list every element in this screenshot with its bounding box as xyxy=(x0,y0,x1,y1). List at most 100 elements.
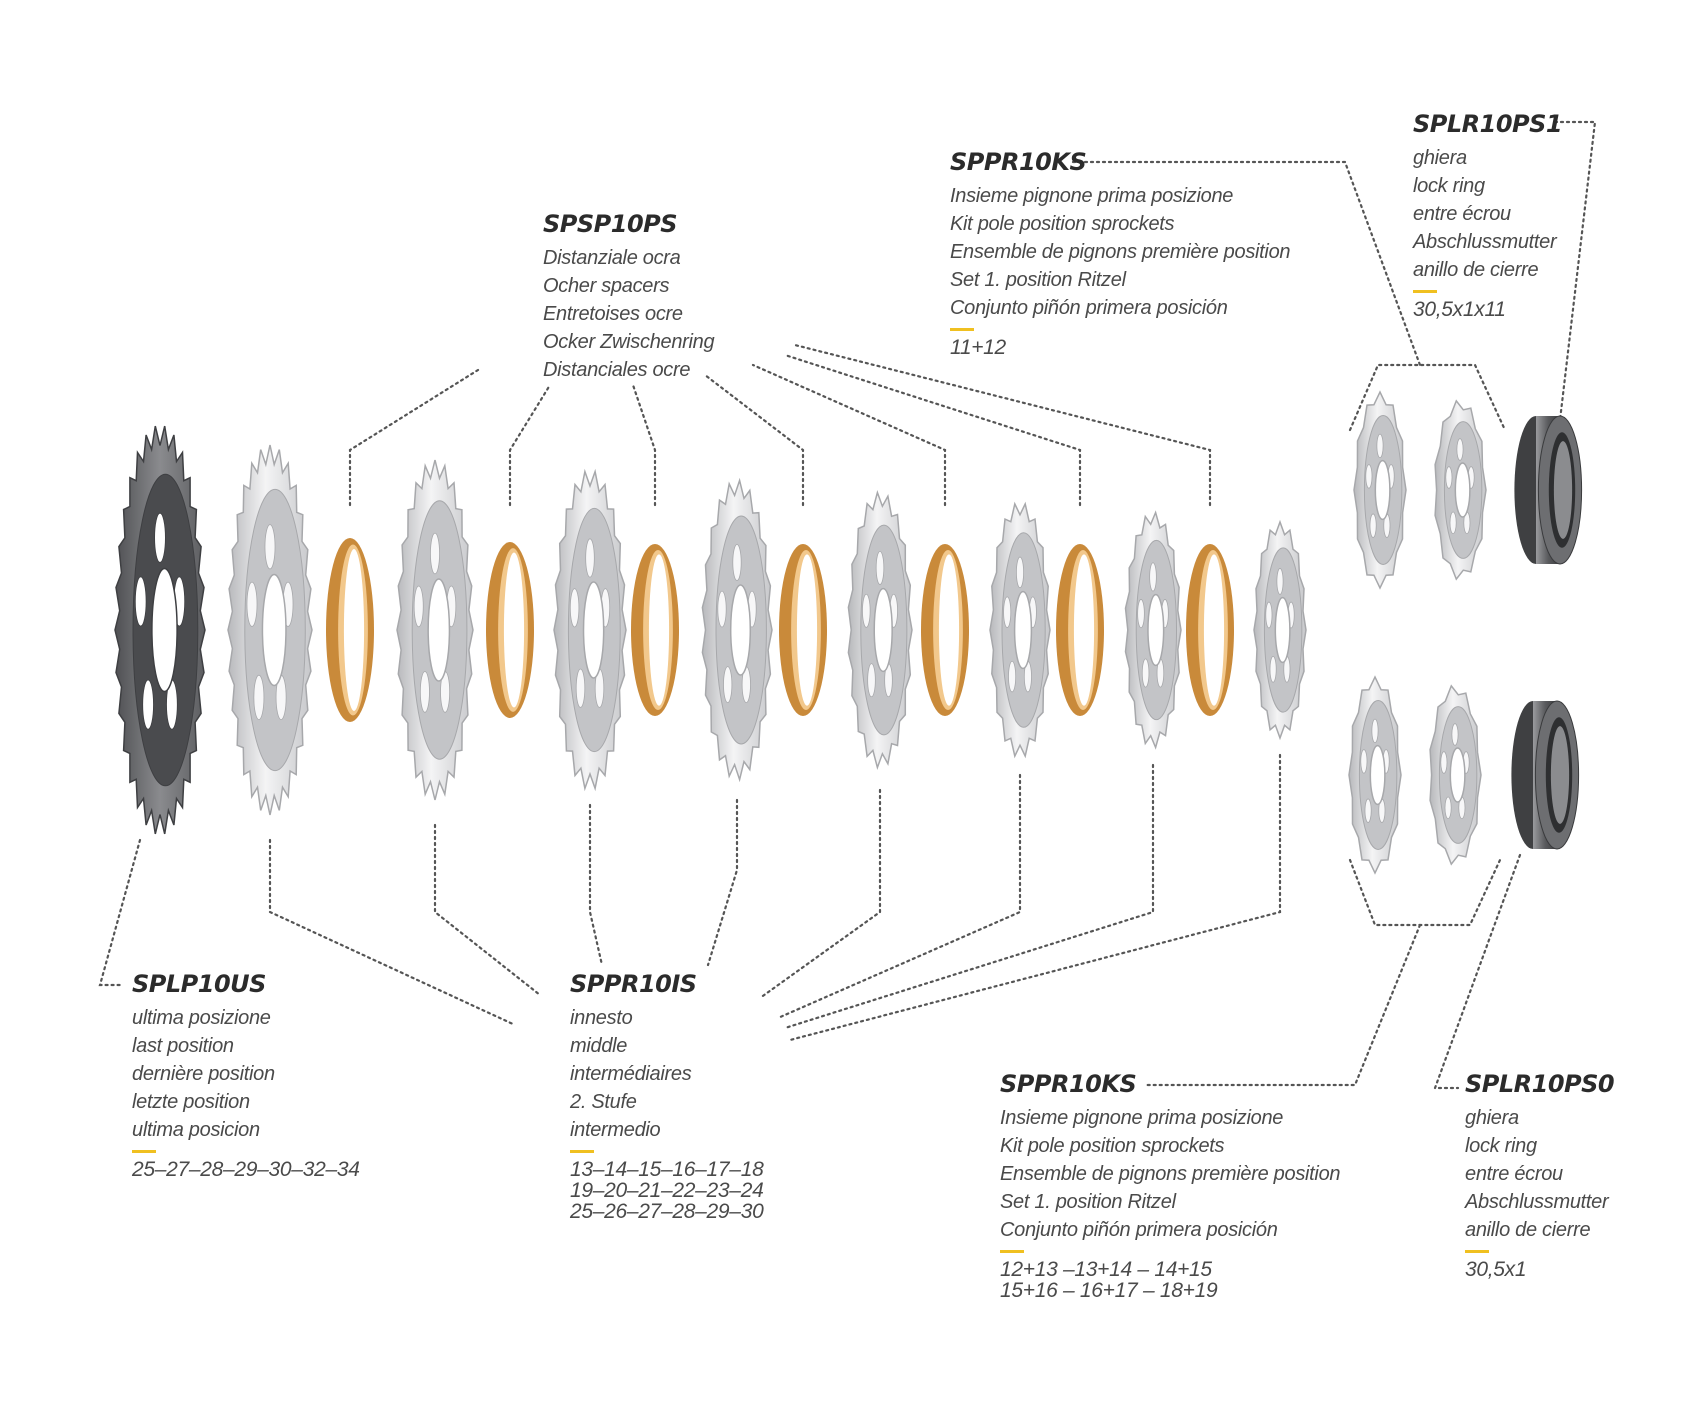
leader-middle-5 xyxy=(758,788,882,1000)
part-code: SPLP10US xyxy=(132,970,266,998)
sprocket-last-position-cutout xyxy=(154,512,166,563)
label-splr10ps0: SPLR10PS0 ghiera lock ring entre écrou A… xyxy=(1465,1070,1615,1281)
sprocket-middle-8-cutout xyxy=(1276,568,1284,595)
leader-ps0 xyxy=(1433,853,1522,1090)
size-line: 19–20–21–22–23–24 xyxy=(570,1179,764,1202)
size-line: 11+12 xyxy=(950,336,1006,359)
spacer-3 xyxy=(631,544,679,716)
sprocket-kit-top-1 xyxy=(1353,390,1407,590)
leader-spacer-2 xyxy=(508,383,552,507)
desc-en: Kit pole position sprockets xyxy=(950,213,1175,235)
sprocket-kit-bottom-2-cutout xyxy=(1440,751,1448,774)
leader-middle-8 xyxy=(788,753,1282,1042)
sprocket-kit-top-2-cutout xyxy=(1449,511,1457,535)
part-code: SPPR10KS xyxy=(1000,1070,1137,1098)
label-splp10us: SPLP10US ultima posizione last position … xyxy=(132,970,360,1180)
sprocket-last-position-bore xyxy=(151,567,178,693)
sprocket-kit-top-1-bore xyxy=(1374,459,1391,521)
spacer-1-hole xyxy=(343,549,365,711)
leader-lines xyxy=(98,120,1597,1090)
desc-en: lock ring xyxy=(1413,175,1485,197)
sprocket-kit-bottom-2-bore xyxy=(1449,747,1466,803)
description-list: ultima posizione last position dernière … xyxy=(132,1004,360,1144)
leader-middle-3 xyxy=(588,803,604,967)
sprocket-middle-5-cutout xyxy=(875,550,885,585)
sprocket-middle-3-cutout xyxy=(569,588,580,628)
sprocket-middle-4-cutout xyxy=(723,666,733,703)
sprocket-middle-4-bore xyxy=(729,584,752,676)
sprocket-middle-5-cutout xyxy=(862,593,871,628)
desc-it: innesto xyxy=(570,1007,633,1029)
sprocket-middle-5-cutout xyxy=(867,663,876,698)
sprocket-kit-top-1-cutout xyxy=(1376,433,1384,459)
sprocket-kit-top-2-bore xyxy=(1454,462,1471,518)
sprocket-middle-6-cutout xyxy=(1003,596,1012,628)
sprocket-kit-top-1-cutout xyxy=(1365,464,1373,489)
leader-ks-top-bracket xyxy=(1348,363,1507,432)
desc-en: Ocher spacers xyxy=(543,275,670,297)
sprocket-middle-7-bore xyxy=(1147,593,1165,667)
part-code: SPPR10KS xyxy=(950,148,1087,176)
sprocket-middle-1 xyxy=(227,444,313,816)
desc-en: Kit pole position sprockets xyxy=(1000,1135,1225,1157)
sprocket-kit-bottom-1-cutout xyxy=(1360,749,1368,774)
desc-en: lock ring xyxy=(1465,1135,1537,1157)
leader-spacer-4 xyxy=(703,373,805,507)
leader-spacer-7 xyxy=(793,343,1212,507)
sprocket-middle-6-bore xyxy=(1013,590,1033,670)
lockring-ps0-bore xyxy=(1550,726,1570,824)
desc-it: ghiera xyxy=(1465,1107,1519,1129)
sprocket-middle-1-cutout xyxy=(253,674,265,721)
lockring-ps1-bore xyxy=(1553,441,1573,539)
desc-it: Distanziale ocra xyxy=(543,247,681,269)
spacer-7 xyxy=(1186,544,1234,716)
accent-bar xyxy=(950,328,974,331)
desc-fr: dernière position xyxy=(132,1063,275,1085)
desc-it: Insieme pignone prima posizione xyxy=(1000,1107,1284,1129)
lockring-ps1 xyxy=(1514,415,1583,565)
spacer-3-hole xyxy=(648,554,670,706)
sprocket-middle-2-bore xyxy=(427,578,451,682)
desc-de: letzte position xyxy=(132,1091,250,1113)
description-list: innesto middle intermédiaires 2. Stufe i… xyxy=(570,1004,763,1144)
sprocket-middle-6-cutout xyxy=(1008,660,1017,693)
desc-en: last position xyxy=(132,1035,234,1057)
desc-it: Insieme pignone prima posizione xyxy=(950,185,1234,207)
sprocket-middle-2 xyxy=(396,459,474,801)
sprocket-middle-6-cutout xyxy=(1016,556,1025,589)
size-list: 13–14–15–16–17–18 19–20–21–22–23–24 25–2… xyxy=(570,1159,764,1223)
sprocket-middle-4-cutout xyxy=(717,590,727,628)
size-line: 30,5x1 xyxy=(1465,1258,1527,1281)
sprocket-middle-7 xyxy=(1124,510,1182,750)
desc-de: Abschlussmutter xyxy=(1413,231,1557,253)
sprocket-middle-2-cutout xyxy=(430,532,440,575)
size-line: 25–26–27–28–29–30 xyxy=(570,1200,764,1223)
accent-bar xyxy=(132,1150,156,1153)
leader-spacer-3 xyxy=(631,383,657,507)
sprocket-kit-bottom-1 xyxy=(1348,675,1402,875)
desc-es: Conjunto piñón primera posición xyxy=(950,297,1228,319)
description-list: Insieme pignone prima posizione Kit pole… xyxy=(1000,1104,1341,1244)
spacer-6-hole xyxy=(1073,554,1095,706)
desc-de: 2. Stufe xyxy=(570,1091,637,1113)
sprocket-middle-7-cutout xyxy=(1141,658,1150,688)
desc-fr: entre écrou xyxy=(1465,1163,1563,1185)
part-code: SPSP10PS xyxy=(543,210,678,238)
leader-middle-1 xyxy=(268,838,517,1027)
size-line: 15+16 – 16+17 – 18+19 xyxy=(1000,1279,1218,1302)
desc-fr: Ensemble de pignons première position xyxy=(1000,1163,1341,1185)
sprocket-kit-top-2 xyxy=(1434,399,1487,581)
sprocket-kit-top-2-cutout xyxy=(1445,466,1453,489)
size-line: 25–27–28–29–30–32–34 xyxy=(132,1158,360,1181)
sprocket-middle-4-cutout xyxy=(732,544,742,581)
sprocket-middle-2-cutout xyxy=(413,585,424,628)
desc-de: Abschlussmutter xyxy=(1465,1191,1609,1213)
desc-en: middle xyxy=(570,1035,628,1057)
sprocket-middle-6 xyxy=(989,501,1051,759)
leader-middle-2 xyxy=(433,823,542,997)
lockring-ps0 xyxy=(1511,700,1580,850)
desc-es: Conjunto piñón primera posición xyxy=(1000,1219,1278,1241)
sprocket-middle-1-cutout xyxy=(264,524,276,570)
size-list: 25–27–28–29–30–32–34 xyxy=(132,1159,360,1180)
sprocket-middle-4 xyxy=(701,477,773,783)
